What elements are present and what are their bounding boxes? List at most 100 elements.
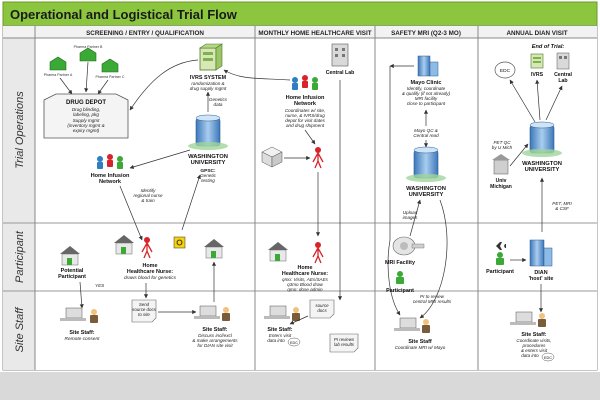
- site-staff-computer-icon: [394, 317, 430, 333]
- washington-university-building-icon: [188, 114, 228, 150]
- column-header-monthly: MONTHLY HOME HEALTHCARE VISIT: [258, 30, 371, 37]
- potential-participant-label: Potential: [61, 268, 84, 274]
- participant-label: Participant: [386, 288, 414, 294]
- site-staff-label: Site Staff:: [521, 332, 546, 338]
- edc-badge-label: EDC: [290, 341, 298, 345]
- identify-nurse-label: regional nurse: [133, 193, 163, 198]
- mayo-clinic-detail: close to participant: [407, 101, 446, 106]
- home-infusion-network-icon: [292, 75, 318, 90]
- edc-node-label: EDC: [500, 68, 511, 74]
- drug-depot-bullet: Drug blinding,: [72, 107, 100, 112]
- mri-facility-icon: [392, 236, 425, 256]
- identify-nurse-label: Identify: [141, 188, 157, 193]
- row-label-site-staff: Site Staff: [14, 307, 26, 353]
- edc-badge-label: EDC: [544, 356, 552, 360]
- connector: [129, 149, 191, 169]
- edc-badge: [541, 352, 555, 362]
- mayo-clinic-building-icon: [417, 55, 439, 77]
- connector: [181, 174, 201, 231]
- home-infusion-network-label: Home Infusion: [286, 95, 325, 101]
- site-staff-computer-icon: [510, 311, 546, 327]
- drug-depot-bullet: Supply mgmt: [73, 118, 101, 123]
- site-staff-label: for DIAN site visit: [197, 343, 233, 348]
- univ-michigan-building-icon: [492, 154, 510, 175]
- site-staff-label: Coordinate MRI w/ Mayo: [395, 345, 446, 350]
- univ-michigan-label: Univ: [496, 178, 507, 184]
- pet-mri-label: PET, MRI: [552, 201, 572, 206]
- send-docs-label: Send: [139, 302, 150, 307]
- column-header-strip: [3, 26, 597, 38]
- site-staff-computer-icon: [194, 305, 230, 321]
- ivrs-subtitle: randomization &: [191, 81, 224, 86]
- home-infusion-network-detail: depot for visit dates: [285, 118, 326, 123]
- site-staff-computer-icon: [60, 307, 98, 323]
- connector: [289, 315, 309, 325]
- home-nurse-label: Healthcare Nurse:: [127, 269, 173, 275]
- connector: [84, 61, 89, 93]
- site-staff-label: & make arrangements: [192, 338, 238, 343]
- potential-participant-house-icon: [60, 246, 80, 266]
- central-lab-label: Central: [554, 72, 572, 78]
- home-nurse-detail: qmo: dose admin: [287, 287, 323, 292]
- source-docs-note: [309, 299, 335, 319]
- connector: [223, 69, 291, 81]
- pi-reviews-label: PI reviews: [334, 337, 355, 342]
- pharma-partner-b-icon: [79, 47, 97, 62]
- genetics-data-label: data: [214, 102, 223, 107]
- home-nurse-label: Healthcare Nurse:: [282, 271, 328, 277]
- home-nurse-detail: q3mo Blood draw: [287, 282, 323, 287]
- participant-house-icon: [268, 242, 288, 262]
- home-infusion-network-detail: and drug shipment: [286, 123, 325, 128]
- home-nurse-label: draws blood for genetics: [124, 275, 177, 281]
- participant-house-icon: [204, 239, 224, 259]
- washington-university-label: WASHINGTON: [406, 186, 446, 192]
- gpsc-label: Genetic: [200, 173, 217, 178]
- ivrs-label: IVRS: [531, 72, 544, 78]
- site-staff-label: Site Staff:: [69, 330, 94, 336]
- mayo-clinic-label: Mayo Clinic: [410, 80, 441, 86]
- home-infusion-network-label: Home Infusion: [91, 173, 130, 179]
- drug-depot-title: DRUG DEPOT: [66, 100, 106, 106]
- connector: [79, 281, 84, 309]
- ivrs-subtitle: drug supply mgmt: [190, 86, 227, 91]
- ivrs-server-icon: [199, 43, 223, 71]
- pi-reviews-label: lab results: [334, 342, 355, 347]
- connector: [509, 79, 536, 123]
- send-docs-label: to site: [138, 312, 150, 317]
- drug-depot-box: [43, 93, 129, 139]
- home-infusion-network-icon: [97, 154, 123, 169]
- central-lab-building-icon: [556, 52, 570, 70]
- washington-university-building-icon: [406, 146, 446, 182]
- participant-figure-icon: [396, 271, 404, 284]
- connector: [509, 143, 529, 167]
- mayo-clinic-detail: Identify, coordinate: [407, 86, 446, 91]
- column-header-screening: SCREENING / ENTRY / QUALIFICATION: [86, 30, 204, 37]
- nurse-figure-icon: [141, 237, 153, 259]
- site-staff-label: procedures: [522, 343, 547, 348]
- pharma-partner-c-label: Pharma Partner C: [96, 75, 125, 79]
- dian-host-label: DIAN: [534, 270, 547, 276]
- nurse-figure-icon: [312, 147, 324, 169]
- pharma-partner-c-icon: [101, 58, 119, 73]
- ivrs-title: IVRS SYSTEM: [190, 75, 227, 81]
- row-band-site-staff: [3, 291, 597, 370]
- pharma-partner-a-icon: [49, 56, 67, 71]
- source-docs-label: source: [315, 303, 329, 308]
- connector: [119, 185, 143, 241]
- site-staff-label: Enters visit: [269, 333, 292, 338]
- connector: [304, 129, 316, 145]
- connector: [129, 59, 199, 111]
- site-staff-label: Site Staff:: [267, 327, 292, 333]
- pi-review-mri-label: central MRI results: [413, 299, 452, 304]
- pet-qc-label: PET QC: [493, 140, 511, 145]
- row-label-trial-operations: Trial Operations: [14, 91, 26, 169]
- site-staff-label: Site Staff:: [202, 327, 227, 333]
- mayo-qc-label: Central read: [413, 133, 439, 138]
- site-staff-label: & enters visit: [521, 348, 548, 353]
- site-staff-label: Site Staff: [408, 339, 432, 345]
- connector: [387, 239, 401, 316]
- connector: [97, 79, 109, 95]
- washington-university-label: WASHINGTON: [522, 161, 562, 167]
- site-staff-label: data into: [267, 338, 285, 343]
- airplane-icon: [484, 242, 506, 250]
